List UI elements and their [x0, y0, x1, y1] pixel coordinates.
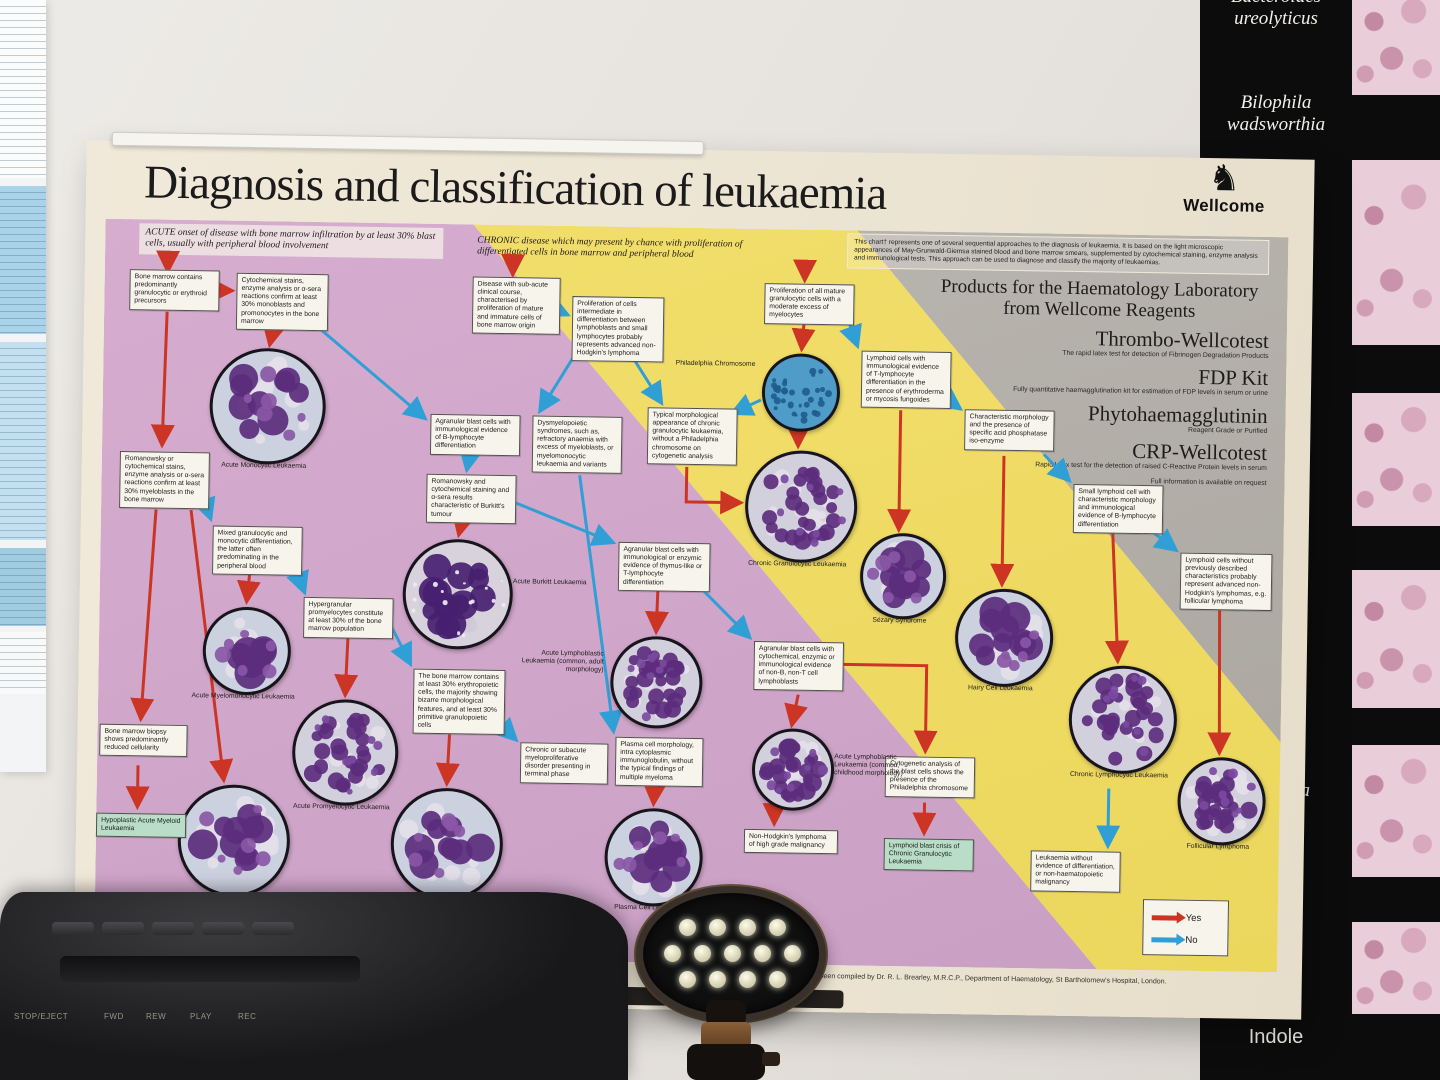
led-bulb [709, 971, 726, 988]
device-button [52, 922, 94, 935]
flow-box-hypergranular: Hypergranular promyelocytes constitute a… [303, 596, 394, 639]
led-bulb [739, 971, 756, 988]
left-chart-blue-panel [0, 548, 46, 626]
led-bulb [769, 919, 786, 936]
flow-box-no-differentiation: Leukaemia without evidence of differenti… [1030, 850, 1121, 893]
flow-box-acid-phosphatase: Characteristic morphology and the presen… [964, 409, 1055, 452]
led-bulb [709, 919, 726, 936]
flow-box-dysmyelopoietic: Dysmyelopoietic syndromes, such as, refr… [531, 415, 623, 474]
lamp-base [687, 1044, 765, 1080]
micrograph-strip [1352, 745, 1440, 877]
flow-box-t-lymphocyte-erythroderma: Lymphoid cells with immunological eviden… [860, 350, 952, 409]
poster-title: Diagnosis and classification of leukaemi… [143, 156, 887, 220]
device-button [152, 922, 194, 935]
bacteria-name: Bilophila wadsworthia [1226, 92, 1326, 135]
flow-box-non-b-non-t: Agranular blast cells with cytochemical,… [753, 640, 845, 692]
leukaemia-poster: Diagnosis and classification of leukaemi… [73, 131, 1315, 1020]
flow-box-intermediate-cells: Proliferation of cells intermediate in d… [571, 296, 665, 363]
micrograph-strip [1352, 0, 1440, 95]
wellcome-unicorn-logo: ♞ [1207, 157, 1241, 199]
flow-box-agranular-b: Agranular blast cells with immunological… [429, 413, 521, 456]
micrograph-strip [1352, 393, 1440, 526]
products-heading: Products for the Haematology Laboratory … [940, 275, 1259, 322]
wellcome-wordmark: Wellcome [1183, 195, 1265, 216]
left-chart-blue-panel [0, 342, 46, 540]
flow-box-thymus-like: Agranular blast cells with immunological… [617, 541, 711, 593]
flow-box-hypoplastic-aml: Hypoplastic Acute Myeloid Leukaemia [95, 812, 187, 839]
left-chart-white-panel [0, 632, 46, 694]
led-bulb [694, 945, 711, 962]
poster-hanging-rail [111, 131, 704, 156]
legend-yes-label: Yes [1185, 912, 1202, 924]
micrograph-label-philadelphia-chromosome: Philadelphia Chromosome [675, 359, 756, 368]
flow-box-biopsy-reduced: Bone marrow biopsy shows predominantly r… [99, 723, 188, 758]
device-slot [60, 956, 360, 982]
lamp-copper-band [701, 1022, 751, 1048]
legend-no-row: No [1151, 928, 1219, 951]
products-panel: Products for the Haematology Laboratory … [927, 275, 1270, 489]
cassette-player: STOP/EJECT FWD REW PLAY REC [0, 892, 628, 1080]
micrograph-strip [1352, 160, 1440, 345]
blue-arrow-icon [1151, 936, 1178, 943]
micrograph-label-all-childhood: Acute Lymphoblastic Leukaemia (common, c… [833, 753, 903, 778]
intro-panel: This chart† represents one of several se… [846, 233, 1270, 275]
flow-box-cytochemical-monoblasts: Cytochemical stains, enzyme analysis or … [235, 272, 329, 332]
led-bulb [784, 945, 801, 962]
flow-box-subacute-course: Disease with sub-acute clinical course, … [471, 276, 561, 335]
legend: Yes No [1142, 899, 1230, 957]
device-button [202, 922, 244, 935]
left-chart-blue-panel [0, 186, 46, 334]
led-lamp-head [636, 886, 826, 1022]
flow-box-bm-granulocytic: Bone marrow contains predominantly granu… [129, 269, 220, 312]
led-bulb [724, 945, 741, 962]
chronic-header: CHRONIC disease which may present by cha… [477, 235, 743, 261]
device-label-fwd: FWD [104, 1012, 124, 1021]
flow-box-small-lymphoid-b: Small lymphoid cell with characteristic … [1072, 483, 1164, 535]
device-button [102, 922, 144, 935]
flow-box-romanowsky-myeloblasts: Romanowsky or cytochemical stains, enzym… [119, 450, 210, 510]
lamp-joint [706, 1000, 746, 1026]
left-chart-table [0, 0, 46, 178]
flow-box-plasma-morphology: Plasma cell morphology, intra cytoplasmi… [614, 736, 704, 787]
led-bulb [739, 919, 756, 936]
flow-box-lymphoid-blast-crisis: Lymphoid blast crisis of Chronic Granulo… [883, 838, 974, 872]
led-bulb [679, 919, 696, 936]
flowchart-area: ACUTE onset of disease with bone marrow … [94, 219, 1288, 972]
device-label-stop-eject: STOP/EJECT [14, 1012, 69, 1021]
led-bulb [754, 945, 771, 962]
micrograph-label-acute-burkitt: Acute Burkitt Leukaemia [512, 578, 587, 587]
left-wall-chart [0, 0, 46, 772]
flow-box-nhl-high-grade: Non-Hodgkin's lymphoma of high grade mal… [743, 828, 839, 855]
device-label-rec: REC [238, 1012, 257, 1021]
flow-box-lymphoid-follicular: Lymphoid cells without previously descri… [1179, 552, 1273, 612]
bacteria-name: Bacteroides ureolyticus [1231, 0, 1321, 29]
flow-box-erythropoietic: The bone marrow contains at least 30% er… [412, 668, 506, 736]
lamp-knob [762, 1052, 780, 1066]
micrograph-label-all-adult: Acute Lymphoblastic Leukaemia (common, a… [521, 649, 604, 674]
device-label-rew: REW [146, 1012, 167, 1021]
flow-box-burkitt-stains: Romanowsky and cytochemical staining and… [425, 473, 517, 524]
led-bulb [664, 945, 681, 962]
acute-header: ACUTE onset of disease with bone marrow … [139, 223, 444, 259]
wellcome-brand: ♞ Wellcome [1164, 157, 1285, 217]
red-arrow-icon [1151, 914, 1178, 921]
flow-box-mixed-granulocytic: Mixed granulocytic and monocytic differe… [212, 525, 303, 576]
legend-no-label: No [1185, 934, 1198, 946]
legend-yes-row: Yes [1151, 906, 1220, 929]
micrograph-strip [1352, 570, 1440, 708]
flow-box-cgl-no-philadelphia: Typical morphological appearance of chro… [646, 407, 738, 466]
bacteria-name: Indole [1248, 1026, 1304, 1048]
flow-box-mature-granulocytic: Proliferation of all mature granulocytic… [764, 283, 855, 326]
device-button [252, 922, 294, 935]
led-bulb [679, 971, 696, 988]
device-label-play: PLAY [190, 1012, 212, 1021]
led-bulb [769, 971, 786, 988]
micrograph-strip [1352, 922, 1440, 1014]
flow-box-terminal-phase: Chronic or subacute myeloproliferative d… [519, 742, 609, 785]
